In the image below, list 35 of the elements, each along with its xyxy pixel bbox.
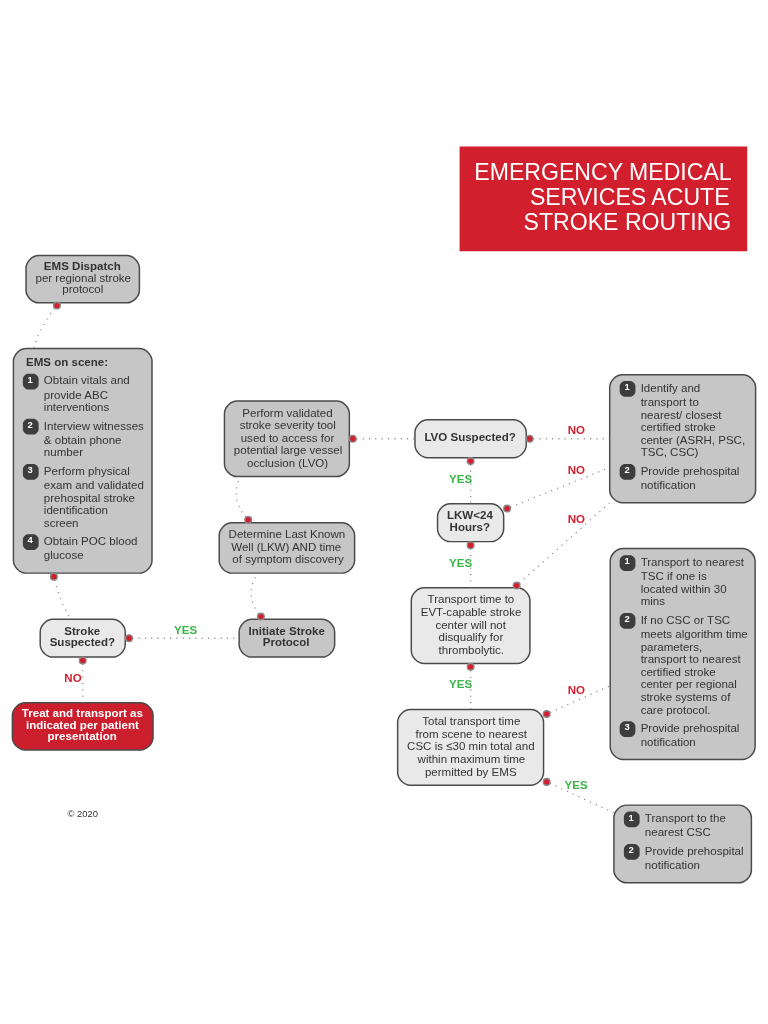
label: © 2020 [67,807,99,819]
edge-label: YES [174,623,198,636]
edge-label: YES [449,677,473,690]
connector [33,301,61,349]
connector [466,540,475,588]
node-box: Treat and transport as indicated per patient presentation [11,701,154,751]
connector [542,777,615,813]
node-box: LVO Suspected? [414,418,527,458]
node-box: LKW<24 Hours? [436,502,505,542]
connector [466,662,475,710]
node-box: Determine Last Known Well (LKW) AND time of symptom discovery [218,521,356,574]
node-box: Initiate Stroke Protocol [238,618,336,658]
connector [542,684,611,718]
node-box: EMS Dispatch per regional stroke protocol [25,254,141,304]
connector [512,501,611,590]
edge-label: YES [564,778,588,791]
node-box: Total transport time from scene to nearest CSC is ≤30 min total and within maximum time permitted by EMS [396,708,545,786]
edge-label: NO [567,423,585,436]
node-box: 1 Transport to the nearest CSC 2 Provide prehospital notification [613,803,753,884]
edge-label: YES [449,472,473,485]
edge-label: NO [64,671,82,684]
node-box: EMS on scene: 1 Obtain vitals and provide ABC interventions 2 Interview witnesses & obtain phone number 3 Perform physical exam and validated prehospital stroke identification screen 4 Obtain POC blood glucose [12,347,153,574]
diagram-title: EMERGENCY MEDICAL SERVICES ACUTE STROKE ROUTING [474,158,732,235]
edge-label: YES [449,556,473,569]
edge-label: NO [567,512,585,525]
connector [348,434,416,443]
node-box: Perform validated stroke severity tool used to access for potential large vessel occlusion (LVO) [223,399,351,477]
node-box: Transport time to EVT-capable stroke center will not disqualify for thrombolytic. [410,586,531,664]
node-box: 1 Identify and transport to nearest/ closest certified stroke center (ASRH, PSC, TSC, CSC) 2 Provide prehospital notification [608,373,757,504]
edge-label: NO [567,463,585,476]
edge-label: NO [567,683,585,696]
connector [78,656,87,703]
node-box: 1 Transport to nearest TSC if one is located within 30 mins 2 If no CSC or TSC meets algorithm time parameters, transport to nearest certified stroke center per regional stroke systems of care protocol. 3 Provide prehospital notification [609,547,756,760]
connector [466,456,475,504]
node-box: Stroke Suspected? [39,618,126,658]
